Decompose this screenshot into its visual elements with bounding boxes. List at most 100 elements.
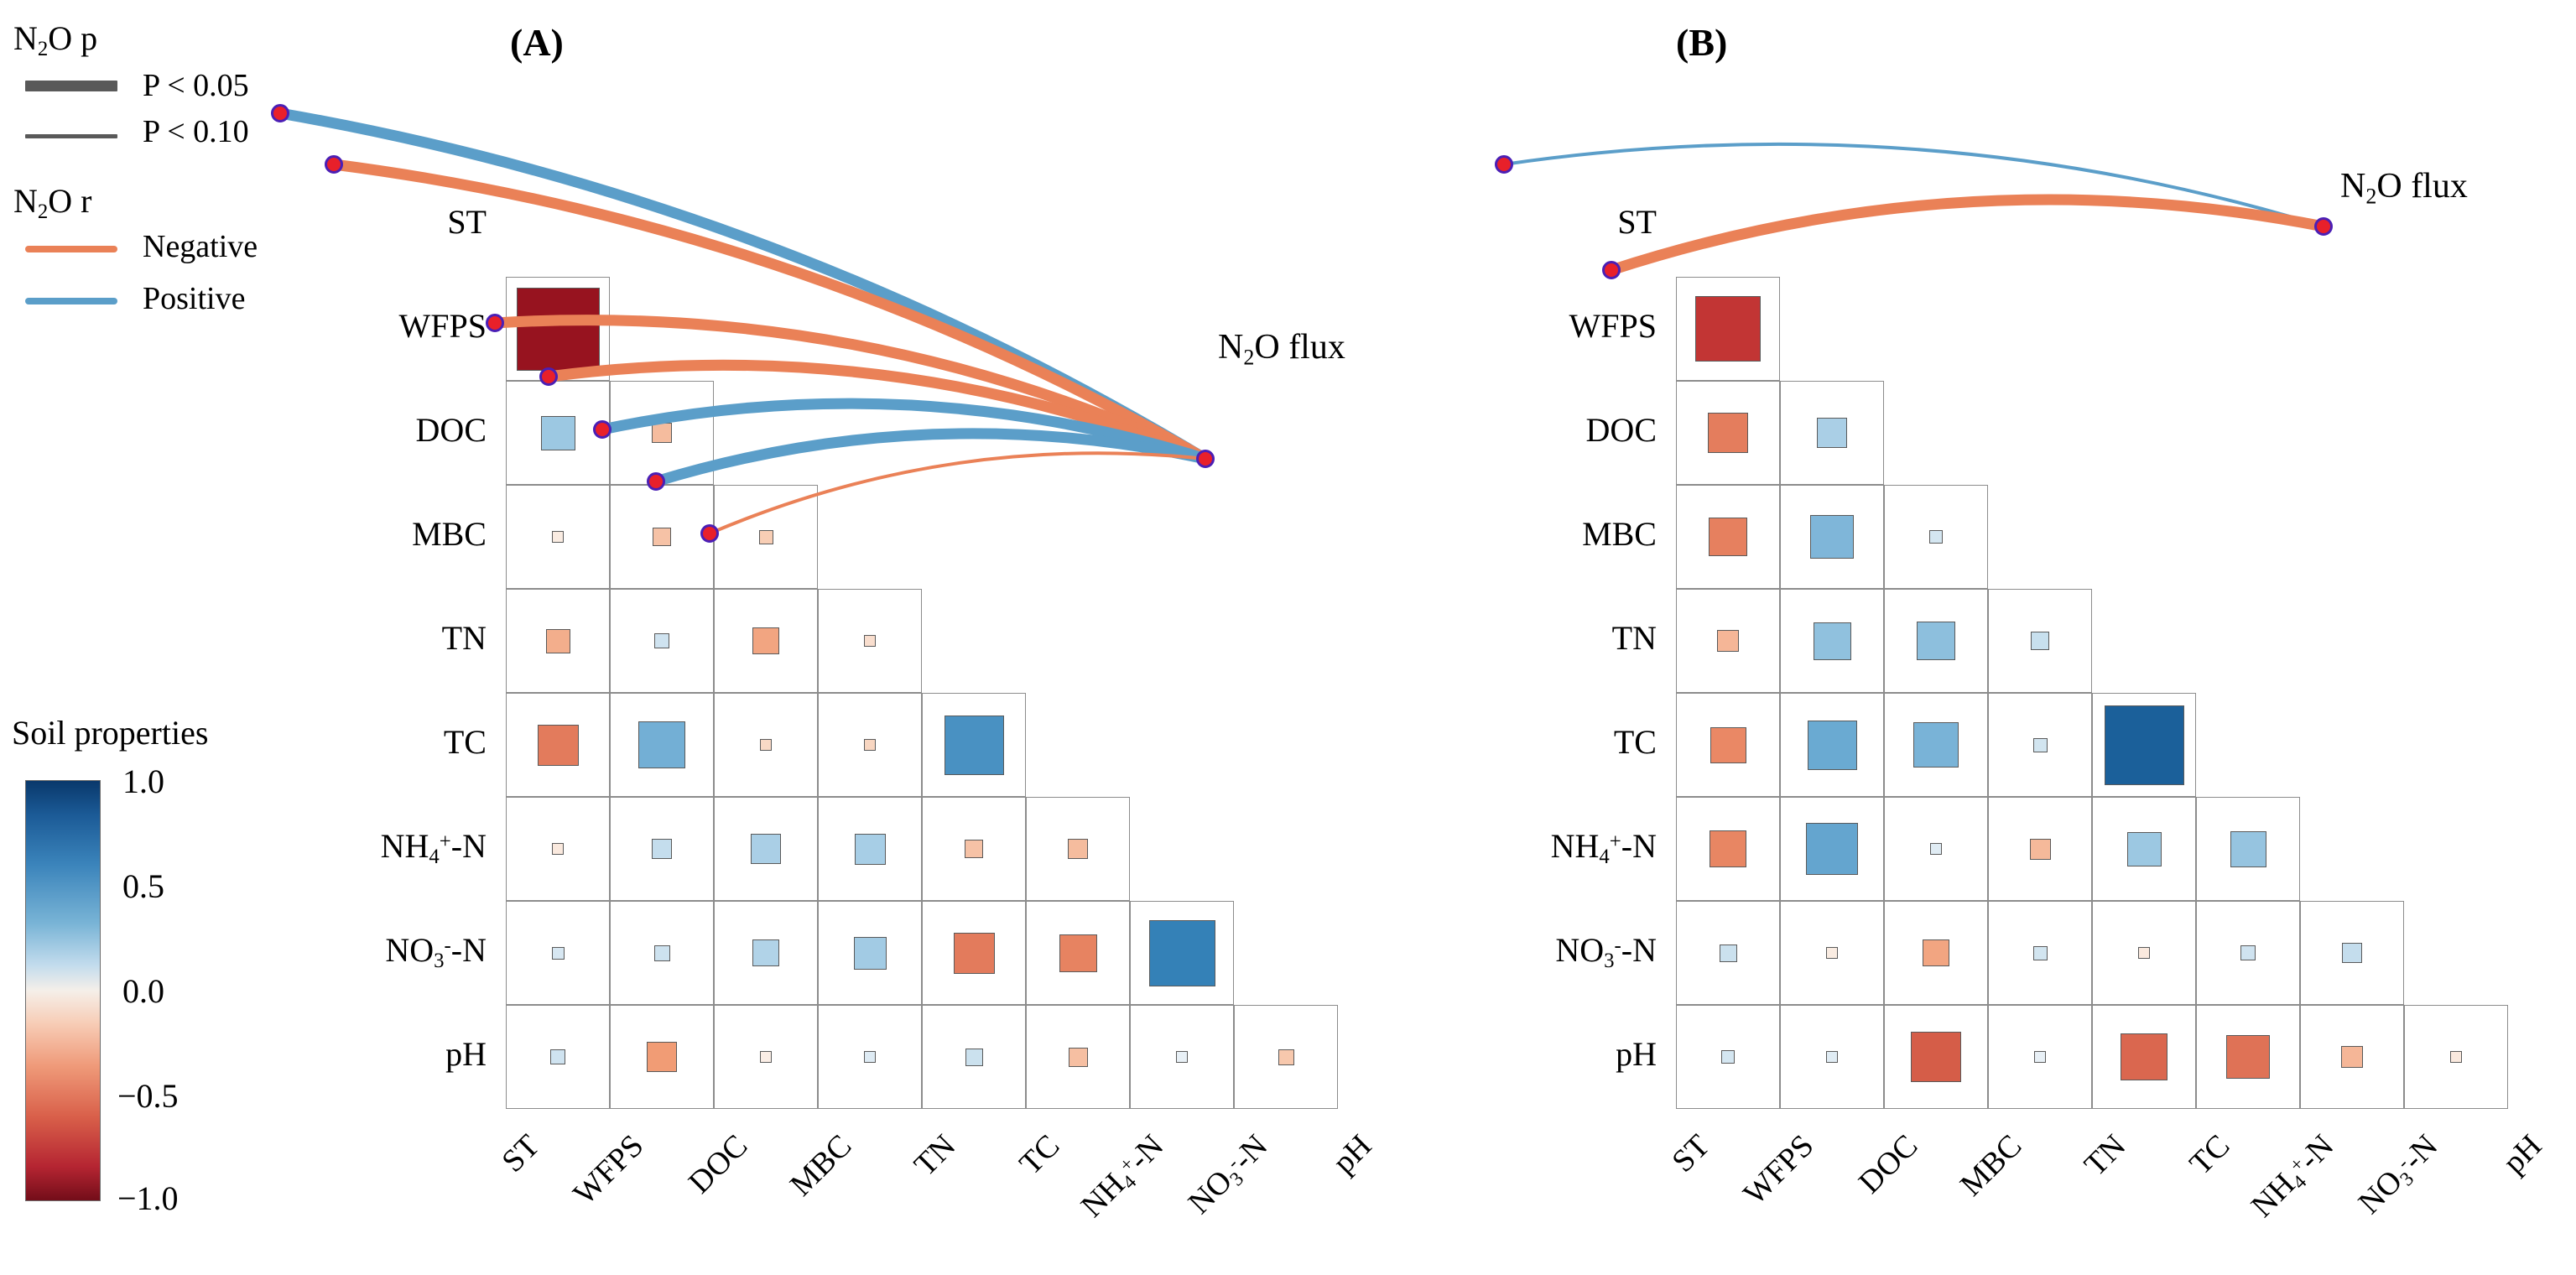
matrix-value-square: [2029, 838, 2051, 860]
matrix-cell: [1884, 693, 1988, 797]
matrix-value-square: [638, 721, 685, 768]
row-label-st: ST: [1617, 203, 1657, 241]
matrix-cell: [610, 797, 714, 901]
matrix-value-square: [1709, 518, 1747, 556]
matrix-value-square: [550, 1049, 565, 1064]
matrix-cell: [1676, 277, 1780, 381]
network-node-no3n[interactable]: [647, 472, 665, 491]
matrix-value-square: [1708, 413, 1748, 453]
matrix-cell: [2196, 901, 2300, 1005]
matrix-value-square: [864, 635, 876, 647]
colorbar-tick-2: 0.5: [122, 867, 164, 905]
matrix-cell: [1988, 797, 2092, 901]
matrix-value-square: [752, 939, 779, 966]
network-node-tn[interactable]: [486, 314, 504, 332]
matrix-cell: [818, 693, 922, 797]
matrix-value-square: [1807, 720, 1857, 770]
matrix-cell: [1988, 1005, 2092, 1109]
matrix-value-square: [1710, 726, 1746, 763]
matrix-cell: [922, 901, 1026, 1005]
legend-r-swatch-negative: [25, 243, 126, 255]
colorbar-tick-5: −1.0: [117, 1179, 179, 1217]
network-node-n2o-flux[interactable]: [2314, 217, 2333, 236]
matrix-cell: [1130, 1005, 1234, 1109]
matrix-value-square: [854, 833, 886, 865]
matrix-value-square: [1930, 843, 1942, 855]
matrix-value-square: [552, 531, 564, 543]
matrix-cell: [818, 589, 922, 693]
row-label-ph: pH: [445, 1035, 487, 1073]
matrix-value-square: [2240, 945, 2256, 960]
matrix-cell: [818, 1005, 922, 1109]
matrix-cell: [610, 589, 714, 693]
network-node-st[interactable]: [271, 104, 289, 122]
matrix-value-square: [1813, 622, 1851, 660]
matrix-cell: [1780, 901, 1884, 1005]
matrix-value-square: [1917, 622, 1955, 660]
matrix-value-square: [1817, 418, 1847, 448]
matrix-value-square: [751, 834, 781, 864]
row-label-doc: DOC: [1585, 411, 1657, 449]
matrix-value-square: [944, 715, 1004, 775]
col-label-st: ST: [1665, 1127, 1717, 1179]
matrix-cell: [1780, 381, 1884, 485]
row-label-wfps: WFPS: [1569, 307, 1657, 345]
matrix-cell: [1676, 485, 1780, 589]
matrix-cell: [1780, 1005, 1884, 1109]
matrix-cell: [1884, 589, 1988, 693]
network-node-tc[interactable]: [539, 367, 558, 386]
network-node-mbc[interactable]: [1602, 261, 1621, 279]
matrix-value-square: [2031, 632, 2049, 650]
matrix-cell: [1676, 381, 1780, 485]
legend-r-label-positive: Positive: [143, 281, 246, 316]
legend-p-swatch-strong: [25, 80, 126, 91]
network-edge-mbc: [1605, 194, 2329, 276]
legend-r-title: N2O r: [13, 182, 92, 223]
matrix-cell: [506, 901, 610, 1005]
network-node-wfps[interactable]: [1495, 155, 1513, 174]
row-label-tn: TN: [441, 619, 487, 657]
matrix-value-square: [2230, 830, 2266, 867]
panel-a-flux-label: N2O flux: [1218, 328, 1345, 370]
matrix-cell: [1780, 485, 1884, 589]
matrix-value-square: [864, 739, 876, 751]
row-label-no3n: NO3--N: [385, 931, 487, 972]
matrix-cell: [922, 693, 1026, 797]
matrix-value-square: [2226, 1035, 2270, 1079]
matrix-cell: [714, 901, 818, 1005]
network-node-wfps[interactable]: [325, 155, 343, 174]
matrix-cell: [714, 1005, 818, 1109]
legend-p-label-010: P < 0.10: [143, 114, 249, 149]
matrix-value-square: [2032, 945, 2048, 960]
matrix-cell: [2092, 797, 2196, 901]
matrix-value-square: [1826, 1051, 1838, 1063]
matrix-value-square: [653, 945, 670, 961]
matrix-cell: [1676, 797, 1780, 901]
matrix-value-square: [2126, 831, 2162, 866]
matrix-value-square: [1695, 296, 1761, 362]
legend-p-swatch-weak: [25, 130, 126, 142]
row-label-no3n: NO3--N: [1555, 931, 1657, 972]
matrix-cell: [2404, 1005, 2508, 1109]
matrix-value-square: [953, 932, 995, 974]
matrix-value-square: [1719, 944, 1737, 962]
matrix-value-square: [2034, 1051, 2046, 1063]
matrix-value-square: [1810, 515, 1854, 559]
row-label-nh4n: NH4+-N: [380, 827, 487, 868]
matrix-value-square: [2104, 705, 2184, 785]
network-node-n2o-flux[interactable]: [1196, 450, 1215, 468]
network-node-nh4n[interactable]: [593, 420, 611, 439]
matrix-cell: [1780, 797, 1884, 901]
col-label-ph: pH: [2495, 1127, 2549, 1181]
matrix-cell: [1780, 693, 1884, 797]
matrix-value-square: [2341, 1046, 2363, 1068]
matrix-cell: [1988, 693, 2092, 797]
row-label-tc: TC: [443, 723, 487, 761]
matrix-cell: [714, 693, 818, 797]
row-label-tn: TN: [1611, 619, 1657, 657]
matrix-cell: [506, 693, 610, 797]
matrix-value-square: [1710, 830, 1746, 867]
row-label-nh4n: NH4+-N: [1550, 827, 1657, 868]
network-node-ph[interactable]: [700, 524, 719, 543]
matrix-value-square: [1923, 939, 1949, 966]
